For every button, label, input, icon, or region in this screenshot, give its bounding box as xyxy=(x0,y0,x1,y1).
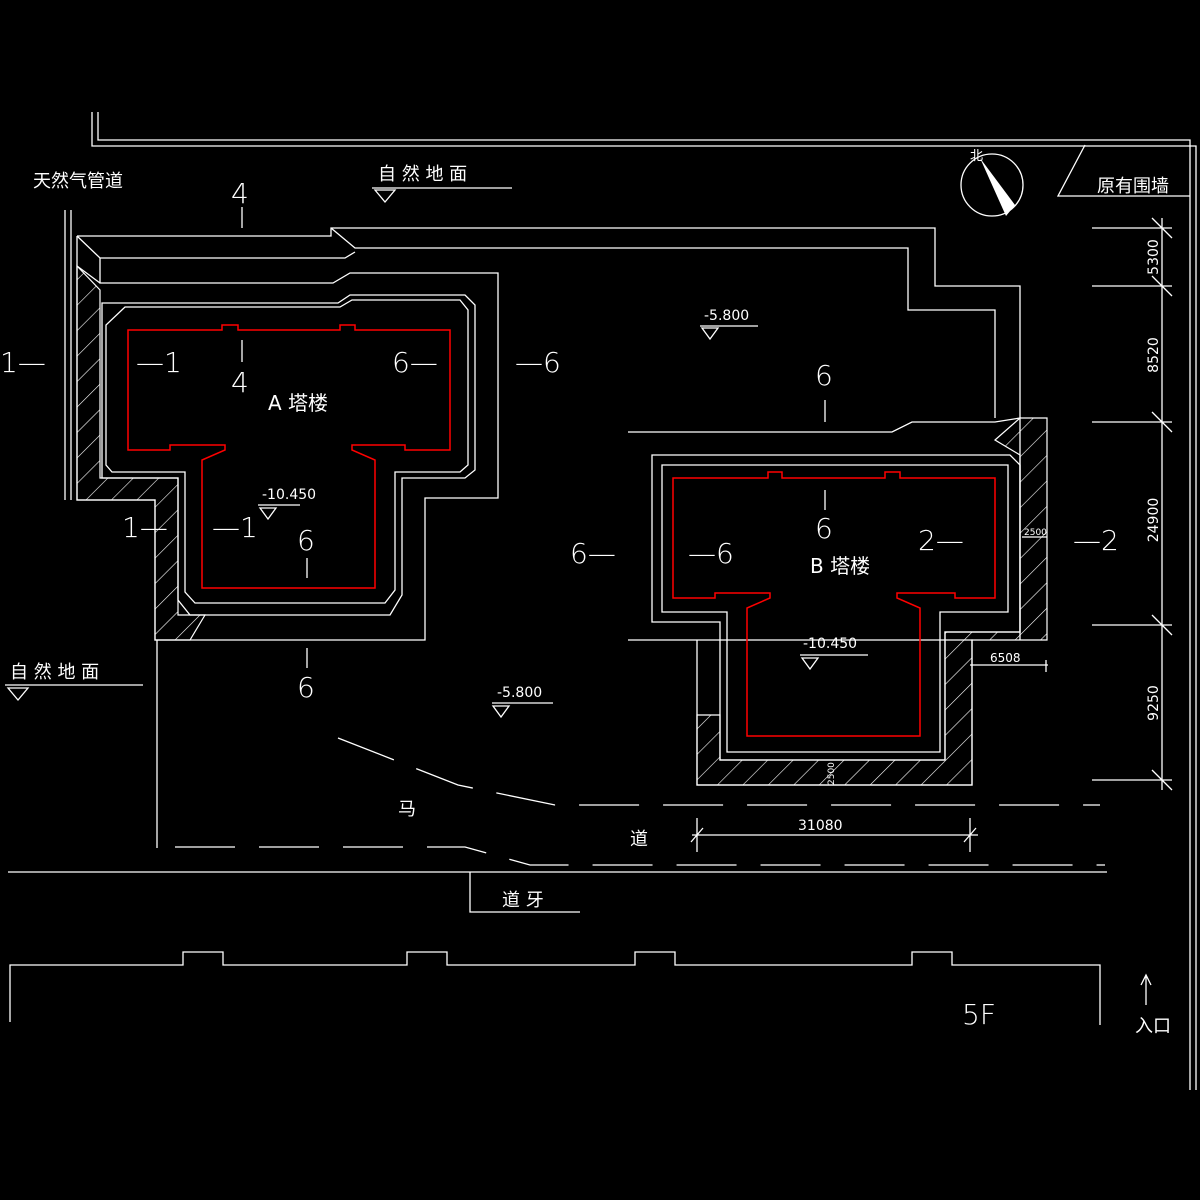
tower-a-label: A 塔楼 xyxy=(268,391,328,415)
excavation-outline xyxy=(76,227,1021,641)
entrance-marker[interactable]: 入口 xyxy=(1135,973,1171,1037)
tower-b: B 塔楼 6 6 6— —6 2— —2 2500 2500 -10.450 6… xyxy=(570,359,1119,786)
section-a-top-4: 4 xyxy=(231,177,249,210)
section-a-bottom-6-inner: 6 xyxy=(297,524,315,557)
tower-a-red-outline xyxy=(127,324,451,589)
section-b-right-2-outer: —2 xyxy=(1073,524,1119,557)
section-a-inner-4: 4 xyxy=(231,366,249,399)
ground-elevation-mid-text: -5.800 xyxy=(497,685,542,701)
tower-b-pit-elevation: -10.450 xyxy=(803,636,857,652)
tower-b-wall-right-dim: 2500 xyxy=(1024,528,1047,538)
gas-pipeline: 天然气管道 xyxy=(33,171,123,500)
existing-wall-text: 原有围墙 xyxy=(1097,176,1169,197)
section-a-right-6-inner: 6— xyxy=(392,346,438,379)
section-b-top-6-outer: 6 xyxy=(815,359,833,392)
section-a-low-1-outer: 1— xyxy=(122,511,168,544)
site-boundary-wall xyxy=(91,112,1197,1090)
right-dimension-chain: 5300 8520 24900 9250 xyxy=(1092,217,1173,791)
section-a-left-1-outer: 1— xyxy=(0,346,46,379)
natural-ground-top-text: 自 然 地 面 xyxy=(378,164,467,185)
building-5f-label: 5F xyxy=(962,998,996,1031)
road-label-dao: 道 xyxy=(630,829,648,850)
dim-8520: 8520 xyxy=(1146,337,1162,373)
dim-5300: 5300 xyxy=(1146,239,1162,275)
north-label: 北 xyxy=(970,149,983,164)
ground-elevation-mid: -5.800 xyxy=(491,685,553,719)
entrance-label: 入口 xyxy=(1135,1016,1171,1037)
tower-a-retaining-wall-hatch xyxy=(76,264,207,641)
section-a-low-1-inner: —1 xyxy=(212,511,258,544)
road: 马 道 道 牙 xyxy=(8,640,1107,913)
section-b-right-2-inner: 2— xyxy=(918,524,964,557)
dim-24900: 24900 xyxy=(1146,498,1162,543)
section-a-bottom-6-outer: 6 xyxy=(297,671,315,704)
tower-a-pit-elevation: -10.450 xyxy=(262,487,316,503)
tower-b-retaining-wall-hatch xyxy=(696,417,1048,786)
road-label-ma: 马 xyxy=(398,799,416,820)
curb-label: 道 牙 xyxy=(502,890,544,911)
ground-elevation-b-text: -5.800 xyxy=(704,308,749,324)
tower-b-step-dim: 6508 xyxy=(990,651,1021,665)
natural-ground-left-text: 自 然 地 面 xyxy=(10,662,99,683)
tower-a: A 塔楼 4 4 1— —1 6— —6 1— —1 6 6 -10.450 xyxy=(0,177,561,704)
dim-9250: 9250 xyxy=(1146,685,1162,721)
tower-b-red-outline xyxy=(672,471,996,737)
natural-ground-marker-left: 自 然 地 面 xyxy=(5,662,143,702)
ground-elevation-b: -5.800 xyxy=(700,308,758,341)
dimension-31080: 31080 xyxy=(690,818,978,852)
section-b-left-6-inner: —6 xyxy=(688,537,734,570)
gas-pipe-label: 天然气管道 xyxy=(33,171,123,192)
section-b-left-6-outer: 6— xyxy=(570,537,616,570)
north-arrow-icon: 北 xyxy=(960,149,1024,217)
section-a-left-1-inner: —1 xyxy=(136,346,182,379)
existing-wall-label: 原有围墙 xyxy=(1056,144,1190,197)
dimension-31080-text: 31080 xyxy=(798,818,843,834)
tower-b-wall-bottom-dim: 2500 xyxy=(827,762,837,785)
entrance-arrow-icon xyxy=(1140,973,1152,1005)
tower-b-label: B 塔楼 xyxy=(810,554,870,578)
section-a-right-6-outer: —6 xyxy=(515,346,561,379)
building-5f: 5F xyxy=(9,951,1101,1031)
natural-ground-marker-top: 自 然 地 面 xyxy=(372,164,512,204)
section-b-top-6-inner: 6 xyxy=(815,512,833,545)
